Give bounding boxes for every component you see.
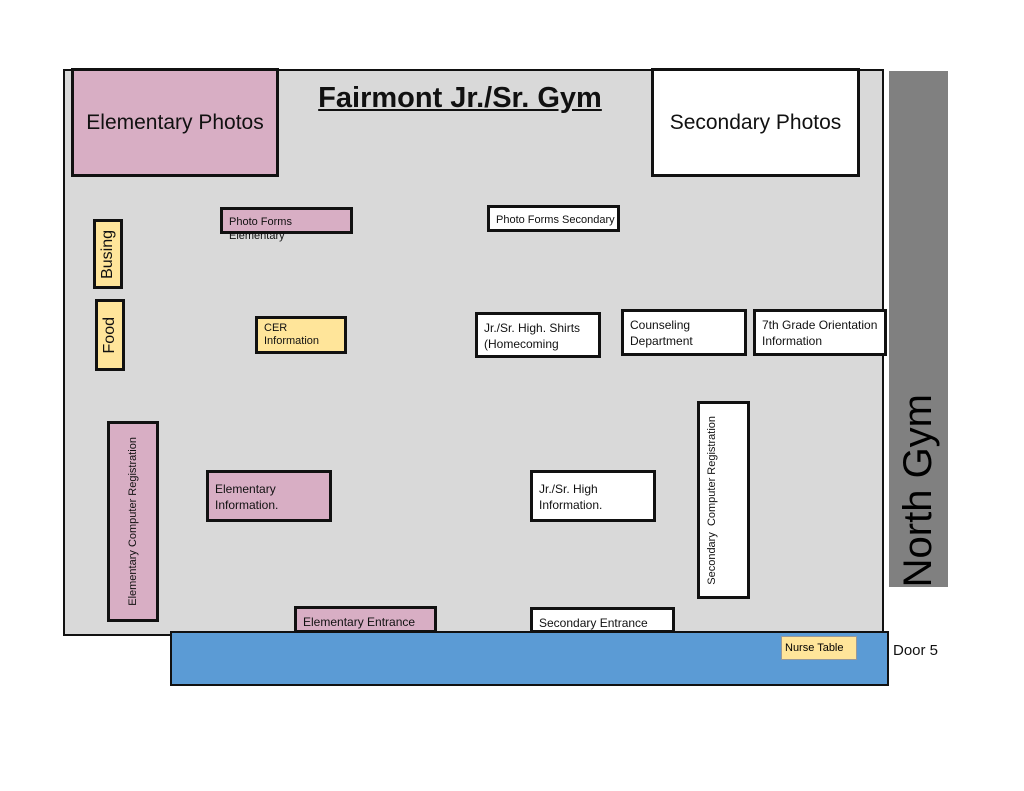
photo-forms-elementary-table: Photo Forms Elementary [220,207,353,242]
jr-sr-information-label: Jr./Sr. High Information. [539,482,603,512]
elementary-entrance-label: Elementary Entrance [303,615,416,629]
photo-forms-elementary-label: Photo Forms Elementary [229,216,292,242]
elementary-information-label: Elementary Information. [215,482,279,512]
secondary-computer-registration-table: Secondary Computer Registration [697,401,750,599]
north-gym-label: North Gym [896,393,940,587]
hallway [170,631,889,686]
seventh-grade-orientation-label: 7th Grade Orientation Information [762,318,878,348]
food-table: Food [95,299,125,371]
secondary-computer-registration-label: Secondary Computer Registration [706,415,718,585]
cer-information-label: CER Information [264,322,320,347]
seventh-grade-orientation-table: 7th Grade Orientation Information [753,309,887,356]
cer-information-table: CER Information [255,316,347,354]
north-gym-label-wrap: North Gym [889,71,948,587]
elementary-computer-registration-table: Elementary Computer Registration [107,421,159,622]
secondary-photos-label: Secondary Photos [669,110,842,134]
photo-forms-secondary-table: Photo Forms Secondary [487,205,620,232]
food-label: Food [101,316,118,354]
nurse-table-label: Nurse Table [785,642,844,654]
secondary-entrance: Secondary Entrance [530,607,675,633]
door-5-label: Door 5 [893,642,939,659]
shirts-table: Jr./Sr. High. Shirts (Homecoming [475,312,601,358]
counseling-table: Counseling Department [621,309,747,356]
shirts-label: Jr./Sr. High. Shirts (Homecoming [484,321,581,351]
elementary-entrance: Elementary Entrance [294,606,437,633]
elementary-information-table: Elementary Information. [206,470,332,522]
counseling-label: Counseling Department [630,318,693,348]
photo-forms-secondary-label: Photo Forms Secondary [496,214,615,226]
secondary-photos-station: Secondary Photos [651,68,860,177]
secondary-entrance-label: Secondary Entrance [539,616,648,630]
jr-sr-information-table: Jr./Sr. High Information. [530,470,656,522]
page-title: Fairmont Jr./Sr. Gym [318,82,602,114]
north-gym-area [889,71,948,587]
nurse-table: Nurse Table [781,636,857,660]
elementary-photos-label: Elementary Photos [86,110,264,134]
elementary-computer-registration-label: Elementary Computer Registration [127,437,139,606]
elementary-photos-station: Elementary Photos [71,68,279,177]
busing-label: Busing [99,229,116,279]
busing-table: Busing [93,219,123,289]
